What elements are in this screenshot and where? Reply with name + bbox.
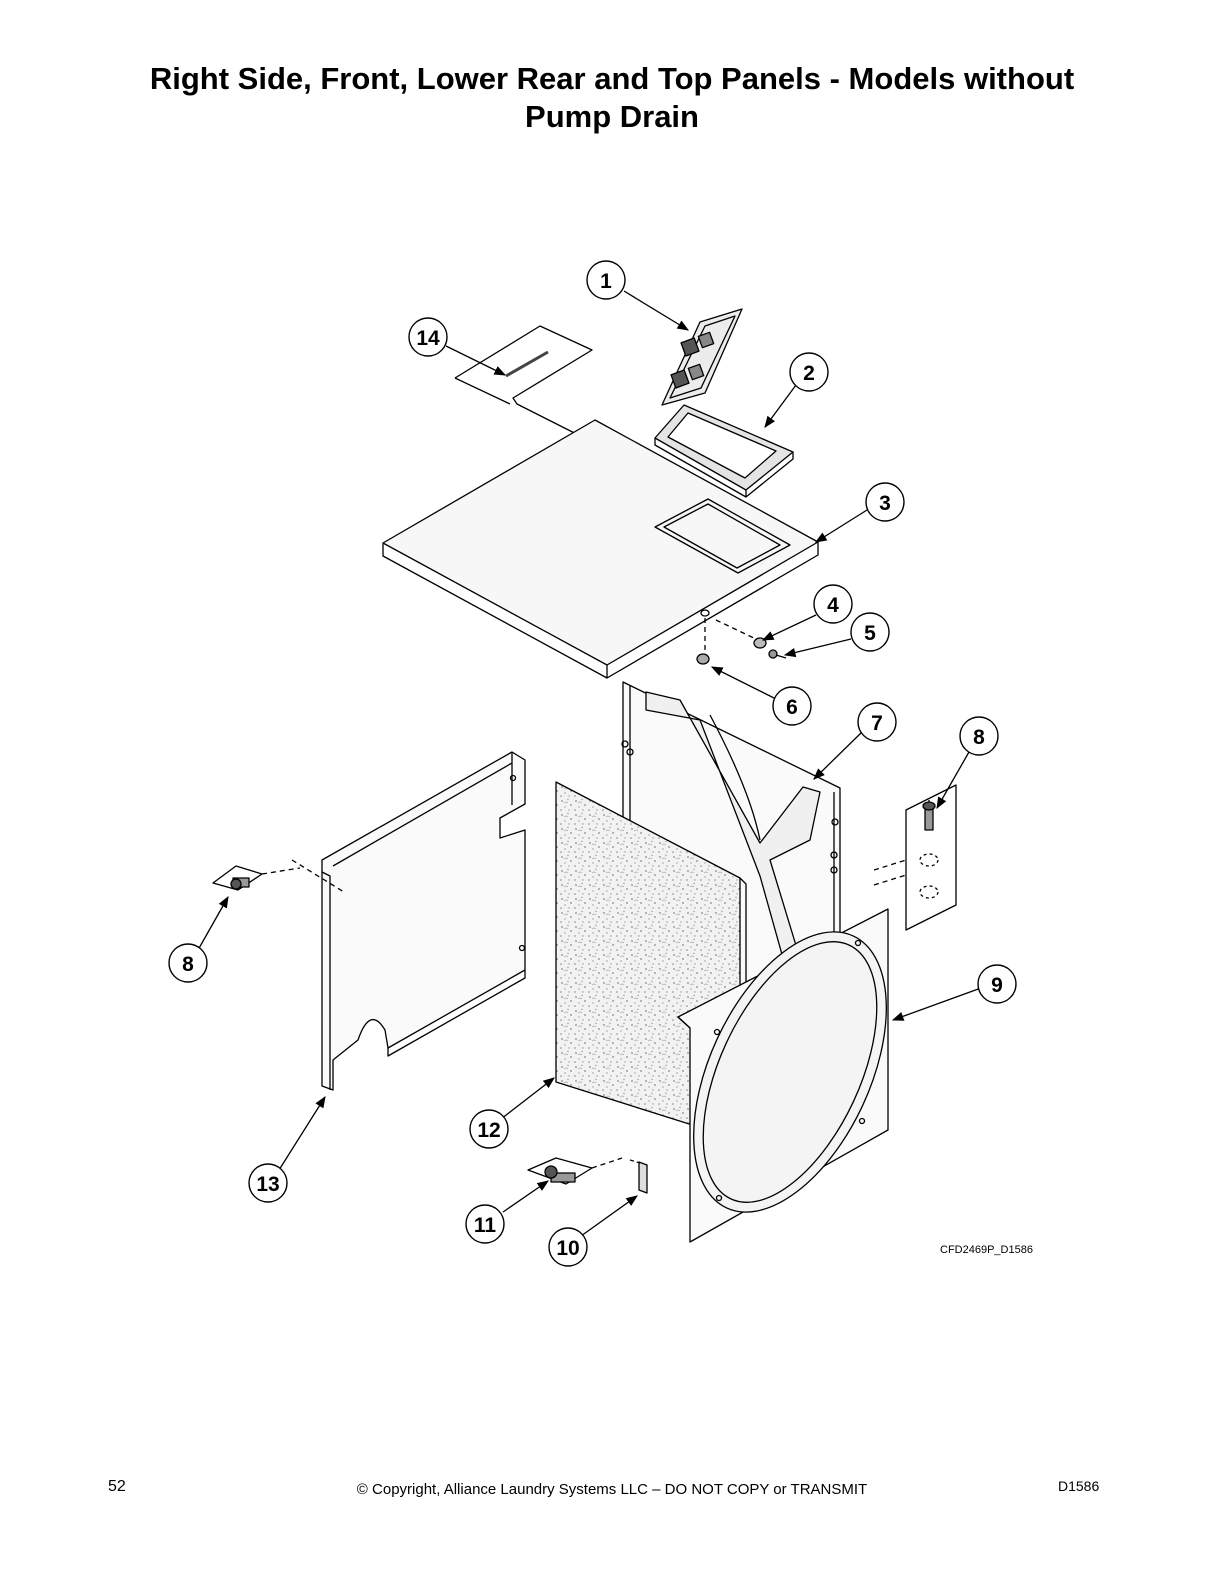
- svg-text:12: 12: [477, 1119, 500, 1142]
- drawing-code: CFD2469P_D1586: [940, 1244, 1033, 1256]
- page-title: Right Side, Front, Lower Rear and Top Pa…: [80, 60, 1144, 136]
- page-title-line-2: Pump Drain: [525, 99, 699, 134]
- part-11-screw: [527, 1157, 623, 1185]
- part-2-bezel: [654, 404, 794, 498]
- callout-11: 11: [465, 1204, 505, 1244]
- callout-4: 4: [813, 584, 853, 624]
- part-13-side-panel: [321, 751, 526, 1091]
- part-4-clip: [753, 637, 767, 649]
- part-8-screw-right: [873, 784, 957, 931]
- part-8-screw-left: [212, 859, 345, 893]
- callout-1: 1: [586, 260, 626, 300]
- callout-6: 6: [772, 686, 812, 726]
- svg-text:7: 7: [871, 712, 883, 735]
- callout-7: 7: [857, 702, 897, 742]
- svg-text:2: 2: [803, 362, 815, 385]
- part-9-front-panel: [677, 908, 889, 1243]
- callout-12: 12: [469, 1109, 509, 1149]
- part-3-top-panel: [382, 419, 819, 679]
- callout-14: 14: [408, 317, 448, 357]
- callout-9: 9: [977, 964, 1017, 1004]
- callout-10: 10: [548, 1227, 588, 1267]
- svg-text:13: 13: [256, 1173, 279, 1196]
- callout-3: 3: [865, 482, 905, 522]
- svg-text:3: 3: [879, 492, 891, 515]
- svg-text:11: 11: [474, 1214, 497, 1237]
- svg-text:14: 14: [416, 327, 440, 350]
- callout-13: 13: [248, 1163, 288, 1203]
- svg-text:4: 4: [827, 594, 839, 617]
- leader-lines: [197, 290, 982, 1237]
- part-10-clip: [629, 1159, 648, 1194]
- page-title-line-1: Right Side, Front, Lower Rear and Top Pa…: [149, 61, 1075, 96]
- callout-5: 5: [850, 612, 890, 652]
- svg-text:1: 1: [600, 270, 612, 293]
- svg-text:8: 8: [973, 726, 985, 749]
- part-5-screw: [768, 649, 787, 659]
- svg-text:8: 8: [182, 953, 194, 976]
- callout-8-right: 8: [959, 716, 999, 756]
- svg-text:6: 6: [786, 696, 798, 719]
- part-6-plug: [696, 653, 710, 665]
- svg-text:10: 10: [556, 1237, 579, 1260]
- callout-2: 2: [789, 352, 829, 392]
- part-1-control-panel: [661, 308, 743, 406]
- document-id: D1586: [1058, 1478, 1100, 1494]
- callout-8-left: 8: [168, 943, 208, 983]
- copyright-notice: © Copyright, Alliance Laundry Systems LL…: [356, 1481, 868, 1498]
- page-number: 52: [108, 1478, 126, 1495]
- svg-text:9: 9: [991, 974, 1003, 997]
- callouts: 1 14 2 3 4 5 6 7: [168, 260, 1017, 1267]
- svg-text:5: 5: [864, 622, 876, 645]
